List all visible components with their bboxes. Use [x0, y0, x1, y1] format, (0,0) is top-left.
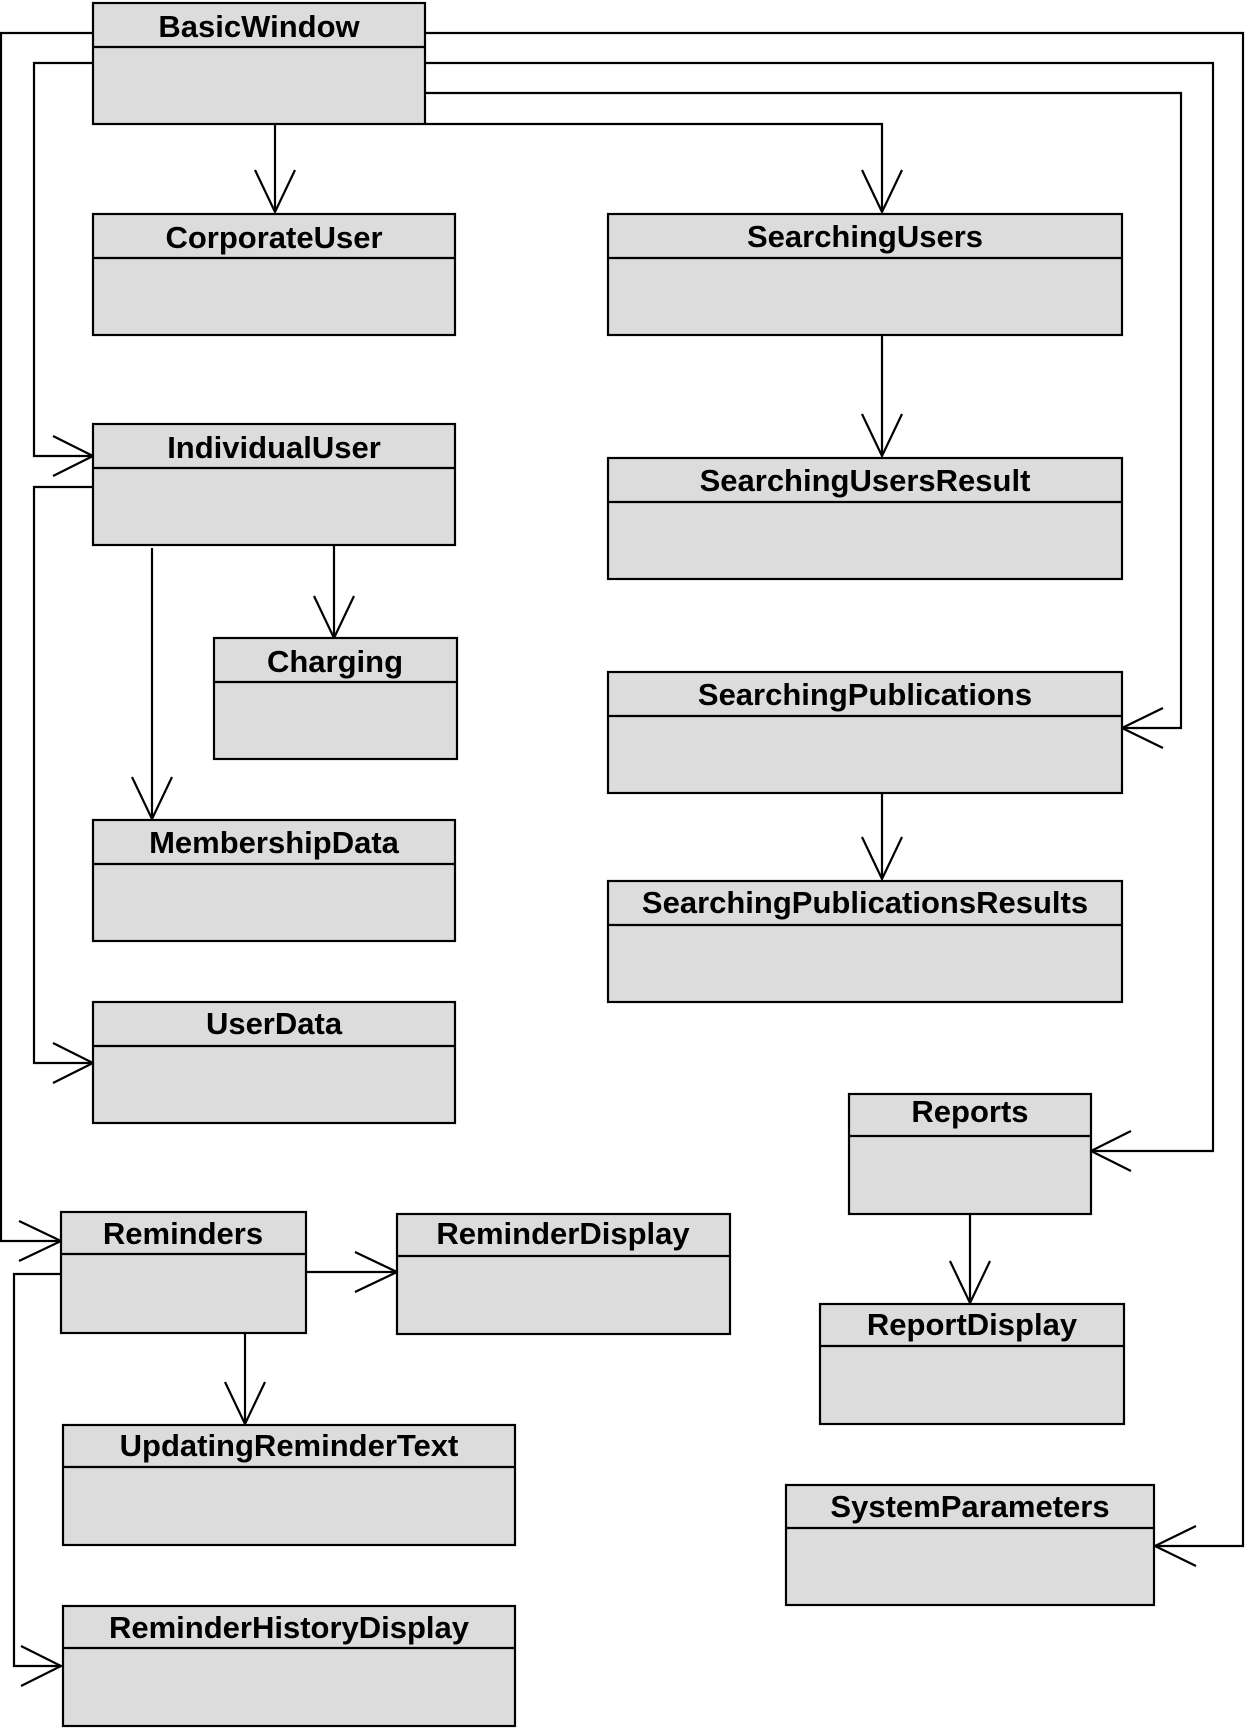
class-box-charging: Charging — [212, 636, 459, 761]
association-basicwindow-searchingpublications — [425, 91, 1183, 730]
class-box-updatingremindertext: UpdatingReminderText — [61, 1423, 517, 1547]
class-box-searchingpublications: SearchingPublications — [606, 670, 1124, 795]
association-basicwindow-reminders — [0, 31, 93, 1243]
class-name: MembershipData — [149, 825, 400, 860]
class-box-userdata: UserData — [91, 1000, 457, 1125]
association-basicwindow-reports — [425, 61, 1215, 1153]
class-box-reminderdisplay: ReminderDisplay — [395, 1212, 732, 1336]
class-name: CorporateUser — [165, 220, 382, 255]
class-box-systemparameters: SystemParameters — [784, 1483, 1156, 1607]
class-name: ReminderHistoryDisplay — [109, 1610, 470, 1645]
arrowhead — [20, 1645, 64, 1687]
class-box-reports: Reports — [847, 1092, 1093, 1216]
class-name: SearchingUsers — [747, 219, 983, 254]
class-name: UpdatingReminderText — [120, 1428, 459, 1463]
class-name: IndividualUser — [167, 430, 381, 465]
class-name: SystemParameters — [830, 1489, 1109, 1524]
association-basicwindow-systemparameters — [425, 31, 1245, 1548]
class-name: SearchingUsersResult — [700, 463, 1031, 498]
class-name: SearchingPublicationsResults — [642, 885, 1088, 920]
association-individualuser-userdata — [32, 485, 93, 1065]
association-basicwindow-individualuser — [32, 61, 93, 458]
class-name: BasicWindow — [158, 9, 360, 44]
class-name: Reports — [911, 1094, 1028, 1129]
class-name: SearchingPublications — [698, 677, 1032, 712]
class-box-individualuser: IndividualUser — [91, 422, 457, 547]
arrowhead — [254, 169, 296, 215]
association-connectors — [0, 31, 1245, 1687]
class-name: ReminderDisplay — [436, 1216, 690, 1251]
class-box-corporateuser: CorporateUser — [91, 212, 457, 337]
class-box-reminderhistorydisplay: ReminderHistoryDisplay — [61, 1604, 517, 1728]
association-basicwindow-searchingusers — [425, 122, 884, 212]
class-box-basicwindow: BasicWindow — [91, 1, 427, 126]
class-name: ReportDisplay — [867, 1307, 1078, 1342]
class-box-searchingpublicationsresults: SearchingPublicationsResults — [606, 879, 1124, 1004]
class-box-membershipdata: MembershipData — [91, 818, 457, 943]
arrowhead — [861, 169, 903, 215]
class-name: UserData — [206, 1006, 343, 1041]
association-reminders-reminderhistorydisplay — [12, 1272, 61, 1668]
class-box-searchingusersresult: SearchingUsersResult — [606, 456, 1124, 581]
class-name: Reminders — [103, 1216, 263, 1251]
class-box-reminders: Reminders — [59, 1210, 308, 1335]
class-box-reportdisplay: ReportDisplay — [818, 1302, 1126, 1426]
arrowhead — [861, 413, 903, 459]
class-box-searchingusers: SearchingUsers — [606, 212, 1124, 337]
class-name: Charging — [267, 644, 403, 679]
arrowhead — [861, 836, 903, 882]
